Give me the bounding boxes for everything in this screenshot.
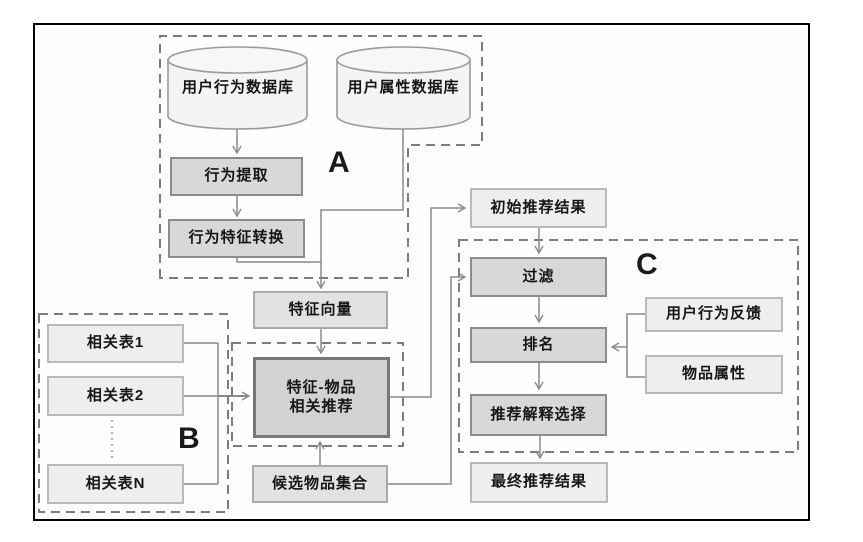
node-rec-explanation-selection: 推荐解释选择 — [470, 394, 607, 436]
feature-vector-text: 特征向量 — [288, 300, 353, 318]
group-a-label: A — [328, 146, 350, 179]
behavior-feature-transform-text: 行为特征转换 — [188, 229, 285, 247]
feature-item-rec-line1: 特征-物品 — [286, 378, 357, 396]
node-related-table-n: 相关表N — [47, 464, 184, 504]
node-final-rec-result: 最终推荐结果 — [470, 462, 608, 503]
ranking-text: 排名 — [522, 335, 555, 353]
rec-explanation-selection-text: 推荐解释选择 — [490, 405, 587, 423]
node-user-behavior-db-label: 用户行为数据库 — [172, 72, 304, 100]
node-user-attribute-db-label: 用户属性数据库 — [340, 72, 467, 100]
node-behavior-extraction: 行为提取 — [170, 157, 303, 196]
node-related-table-1: 相关表1 — [47, 324, 184, 363]
node-user-behavior-feedback: 用户行为反馈 — [645, 297, 783, 332]
node-initial-rec-result: 初始推荐结果 — [470, 188, 607, 228]
user-attribute-db-text: 用户属性数据库 — [347, 78, 460, 96]
related-table-2-text: 相关表2 — [86, 386, 145, 404]
node-behavior-feature-transform: 行为特征转换 — [168, 219, 305, 258]
node-ranking: 排名 — [470, 327, 607, 363]
node-item-attributes: 物品属性 — [645, 355, 783, 394]
item-attributes-text: 物品属性 — [681, 365, 746, 383]
node-filter: 过滤 — [470, 257, 607, 297]
group-b-label: B — [178, 422, 200, 455]
initial-rec-result-text: 初始推荐结果 — [490, 198, 587, 216]
node-feature-item-rec: 特征-物品 相关推荐 — [253, 357, 390, 438]
node-related-table-2: 相关表2 — [47, 376, 184, 416]
related-table-1-text: 相关表1 — [86, 334, 145, 352]
node-candidate-item-set: 候选物品集合 — [252, 465, 388, 503]
group-c-label: C — [636, 248, 658, 281]
filter-text: 过滤 — [522, 267, 555, 285]
node-feature-vector: 特征向量 — [253, 291, 388, 329]
user-behavior-feedback-text: 用户行为反馈 — [665, 305, 762, 323]
final-rec-result-text: 最终推荐结果 — [490, 473, 587, 491]
behavior-extraction-text: 行为提取 — [204, 167, 269, 185]
candidate-item-set-text: 候选物品集合 — [271, 474, 368, 492]
user-behavior-db-text: 用户行为数据库 — [181, 78, 294, 96]
related-table-n-text: 相关表N — [85, 474, 146, 492]
feature-item-rec-line2: 相关推荐 — [289, 397, 354, 415]
